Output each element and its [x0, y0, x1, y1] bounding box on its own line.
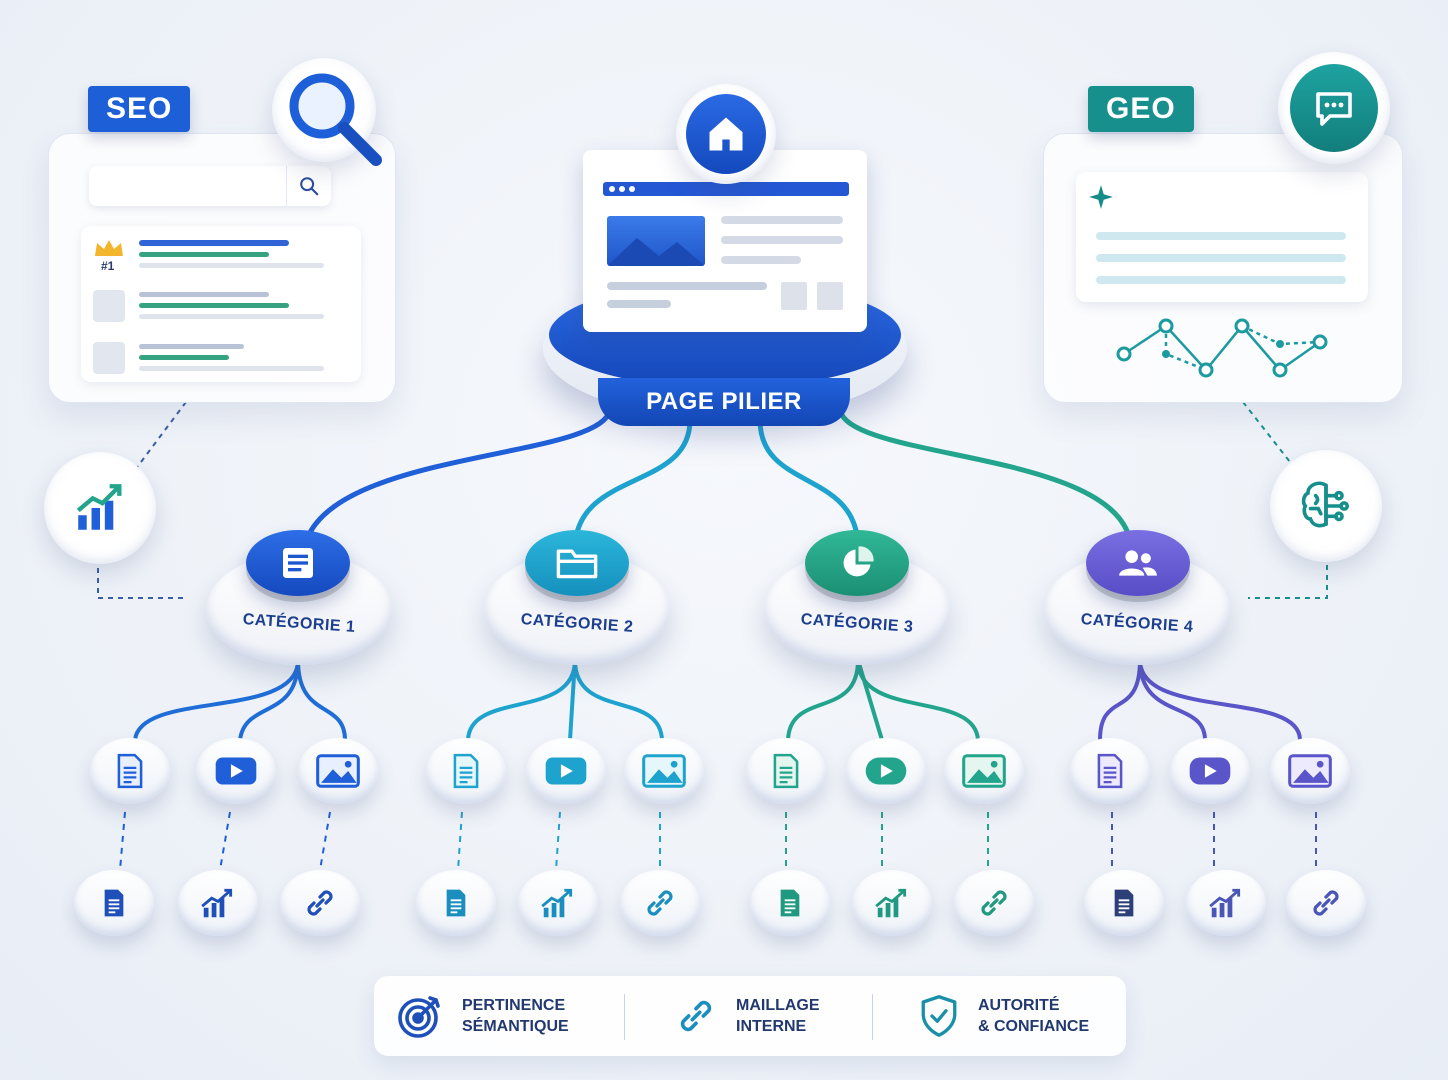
content-document-2[interactable]	[426, 738, 506, 804]
legend-links-line1: MAILLAGE	[736, 997, 820, 1014]
category-4-badge	[1086, 530, 1190, 596]
legend-item-authority: AUTORITÉ & CONFIANCE	[918, 976, 1118, 1056]
brain-icon	[1301, 481, 1349, 528]
metric-growth-3[interactable]	[852, 870, 932, 936]
metric-growth-1[interactable]	[178, 870, 258, 936]
category-1-label: CATÉGORIE 1	[242, 611, 356, 636]
link-icon	[1313, 890, 1339, 916]
legend-authority-line1: AUTORITÉ	[978, 997, 1060, 1014]
left-growth-badge	[44, 452, 156, 564]
category-1-badge	[246, 530, 350, 596]
content-video-2[interactable]	[526, 738, 606, 804]
report-icon	[446, 889, 466, 917]
link-icon	[981, 890, 1007, 916]
content-document-3[interactable]	[746, 738, 826, 804]
video-play-icon	[215, 757, 257, 785]
search-icon[interactable]	[298, 175, 320, 197]
crown-icon	[95, 240, 123, 256]
growth-chart-icon	[875, 888, 907, 918]
legend-links-line2: INTERNE	[736, 1018, 807, 1035]
content-image-2[interactable]	[624, 738, 704, 804]
content-video-3[interactable]	[846, 738, 926, 804]
image-icon	[1288, 754, 1332, 788]
pie-chart-icon	[843, 546, 874, 577]
folder-icon	[556, 549, 598, 579]
document-icon	[117, 753, 143, 789]
metric-report-4[interactable]	[1084, 870, 1164, 936]
report-icon	[104, 889, 124, 917]
users-icon	[1119, 550, 1157, 576]
document-icon	[1097, 753, 1123, 789]
video-play-icon	[545, 757, 587, 785]
rank-label: #1	[101, 259, 115, 273]
metric-report-1[interactable]	[74, 870, 154, 936]
legend-semantic-line1: PERTINENCE	[462, 997, 566, 1014]
category-3-label: CATÉGORIE 3	[800, 611, 914, 636]
search-bar[interactable]	[89, 166, 331, 206]
category-3-badge	[805, 530, 909, 596]
content-video-4[interactable]	[1170, 738, 1250, 804]
ai-answer-card	[1076, 172, 1368, 302]
category-2-label: CATÉGORIE 2	[520, 611, 634, 636]
search-results: #1	[81, 226, 361, 382]
report-icon	[1114, 889, 1134, 917]
content-image-3[interactable]	[944, 738, 1024, 804]
content-image-4[interactable]	[1270, 738, 1350, 804]
legend-item-internal-links: MAILLAGE INTERNE	[674, 976, 866, 1056]
image-icon	[316, 754, 360, 788]
metric-growth-2[interactable]	[518, 870, 598, 936]
seo-tag: SEO	[88, 86, 191, 132]
content-document-1[interactable]	[90, 738, 170, 804]
growth-chart-icon	[1209, 888, 1241, 918]
magnifier-badge	[272, 58, 382, 166]
document-icon	[773, 753, 799, 789]
growth-chart-icon	[541, 888, 573, 918]
metric-report-3[interactable]	[750, 870, 830, 936]
report-icon	[780, 889, 800, 917]
right-brain-badge	[1270, 450, 1382, 562]
video-play-icon	[1189, 757, 1231, 785]
content-document-4[interactable]	[1070, 738, 1150, 804]
content-image-1[interactable]	[298, 738, 378, 804]
legend-item-semantic: PERTINENCE SÉMANTIQUE	[396, 976, 592, 1056]
search-icon	[289, 73, 382, 166]
video-play-icon	[865, 757, 907, 785]
pillar-label-plate	[598, 378, 850, 426]
link-icon	[647, 890, 673, 916]
shield-check-icon	[921, 995, 957, 1037]
metric-report-2[interactable]	[416, 870, 496, 936]
metric-link-3[interactable]	[954, 870, 1034, 936]
image-icon	[962, 754, 1006, 788]
pillar-label: PAGE PILIER	[646, 388, 802, 415]
document-icon	[453, 753, 479, 789]
sparkle-icon	[1089, 185, 1113, 209]
image-placeholder	[607, 216, 705, 266]
metric-link-1[interactable]	[280, 870, 360, 936]
chat-icon	[1316, 92, 1352, 126]
category-2-badge	[525, 530, 629, 596]
target-icon	[398, 996, 440, 1038]
legend-semantic-line2: SÉMANTIQUE	[462, 1018, 569, 1035]
link-icon	[680, 1000, 712, 1032]
legend-bar: PERTINENCE SÉMANTIQUE MAILLAGE INTERNE AUT…	[374, 976, 1126, 1056]
home-icon	[709, 117, 743, 151]
chat-badge	[1278, 52, 1390, 164]
seo-panel: #1	[48, 133, 396, 403]
home-badge	[676, 84, 776, 184]
legend-authority-line2: & CONFIANCE	[978, 1018, 1090, 1035]
image-icon	[642, 754, 686, 788]
metric-link-2[interactable]	[620, 870, 700, 936]
content-video-1[interactable]	[196, 738, 276, 804]
link-icon	[307, 890, 333, 916]
geo-panel	[1043, 133, 1403, 403]
metric-link-4[interactable]	[1286, 870, 1366, 936]
network-graph	[1116, 318, 1328, 378]
metric-growth-4[interactable]	[1186, 870, 1266, 936]
category-4-label: CATÉGORIE 4	[1080, 611, 1194, 636]
growth-chart-icon	[201, 888, 233, 918]
document-icon	[283, 548, 313, 578]
geo-tag: GEO	[1088, 86, 1194, 132]
growth-chart-icon	[76, 484, 122, 530]
